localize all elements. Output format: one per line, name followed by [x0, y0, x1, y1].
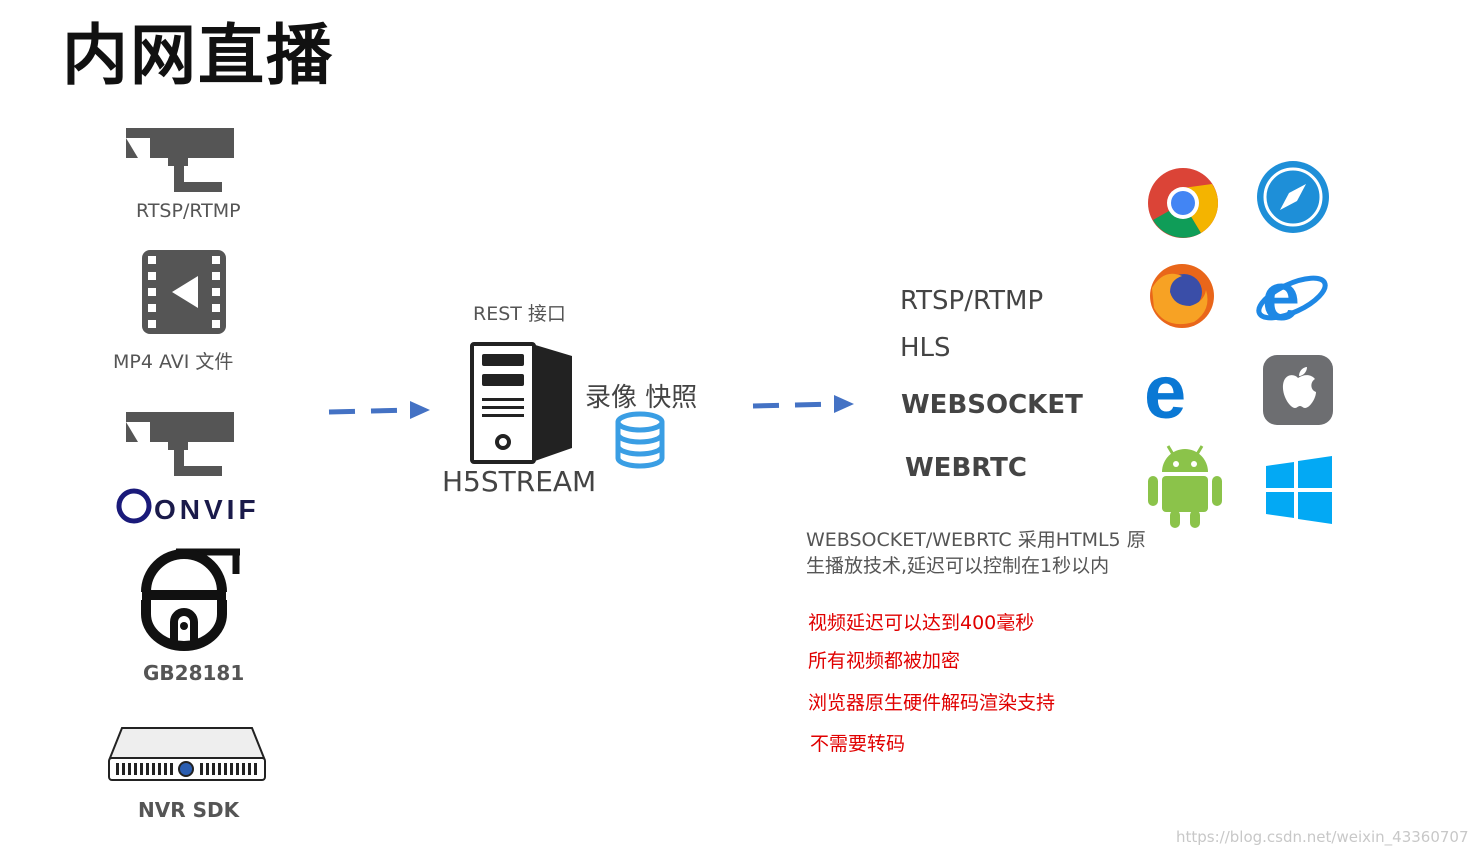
protocol-websocket: WEBSOCKET: [901, 390, 1083, 420]
page-title: 内网直播: [62, 17, 334, 94]
feature-item: 不需要转码: [810, 733, 906, 755]
dashed-arrow-right-2: [752, 395, 854, 413]
video-file-icon: [142, 250, 226, 334]
server-tower-icon: [470, 342, 572, 464]
protocol-hls: HLS: [900, 333, 951, 363]
storage-label: 录像 快照: [585, 383, 698, 413]
dashed-arrow-right: [328, 401, 430, 419]
onvif-logo-text: ONVIF: [154, 494, 260, 525]
feature-item: 视频延迟可以达到400毫秒: [808, 612, 1035, 634]
feature-item: 浏览器原生硬件解码渲染支持: [808, 692, 1056, 714]
svg-text:e: e: [1262, 259, 1300, 335]
onvif-logo-icon: ONVIF: [116, 488, 256, 525]
file-source-label: MP4 AVI 文件: [113, 351, 234, 373]
internet-explorer-icon: e: [1256, 259, 1328, 335]
firefox-icon: [1150, 264, 1214, 328]
protocol-rtsp: RTSP/RTMP: [900, 286, 1044, 316]
rest-api-label: REST 接口: [473, 303, 566, 325]
description-line: WEBSOCKET/WEBRTC 采用HTML5 原: [806, 529, 1146, 551]
gb28181-source-label: GB28181: [143, 661, 245, 685]
watermark: https://blog.csdn.net/weixin_43360707: [1176, 828, 1469, 846]
windows-icon: [1266, 456, 1332, 524]
svg-text:e: e: [1144, 350, 1186, 435]
description-line: 生播放技术,延迟可以控制在1秒以内: [806, 555, 1110, 577]
rtsp-source-label: RTSP/RTMP: [136, 200, 241, 222]
server-name: H5STREAM: [442, 465, 597, 498]
onvif-camera-icon: [126, 412, 234, 476]
dome-camera-icon: [141, 548, 240, 651]
cctv-camera-icon: [126, 128, 234, 192]
protocol-webrtc: WEBRTC: [905, 453, 1027, 483]
safari-icon: [1257, 161, 1329, 233]
android-icon: [1148, 445, 1222, 528]
database-icon: [615, 411, 665, 469]
chrome-icon: [1148, 168, 1218, 238]
apple-icon: [1263, 355, 1333, 425]
feature-item: 所有视频都被加密: [808, 650, 961, 672]
edge-icon: e: [1144, 350, 1186, 435]
nvr-source-label: NVR SDK: [138, 798, 240, 822]
description-text: WEBSOCKET/WEBRTC 采用HTML5 原 生播放技术,延迟可以控制在…: [806, 527, 1166, 579]
nvr-device-icon: [108, 727, 266, 781]
